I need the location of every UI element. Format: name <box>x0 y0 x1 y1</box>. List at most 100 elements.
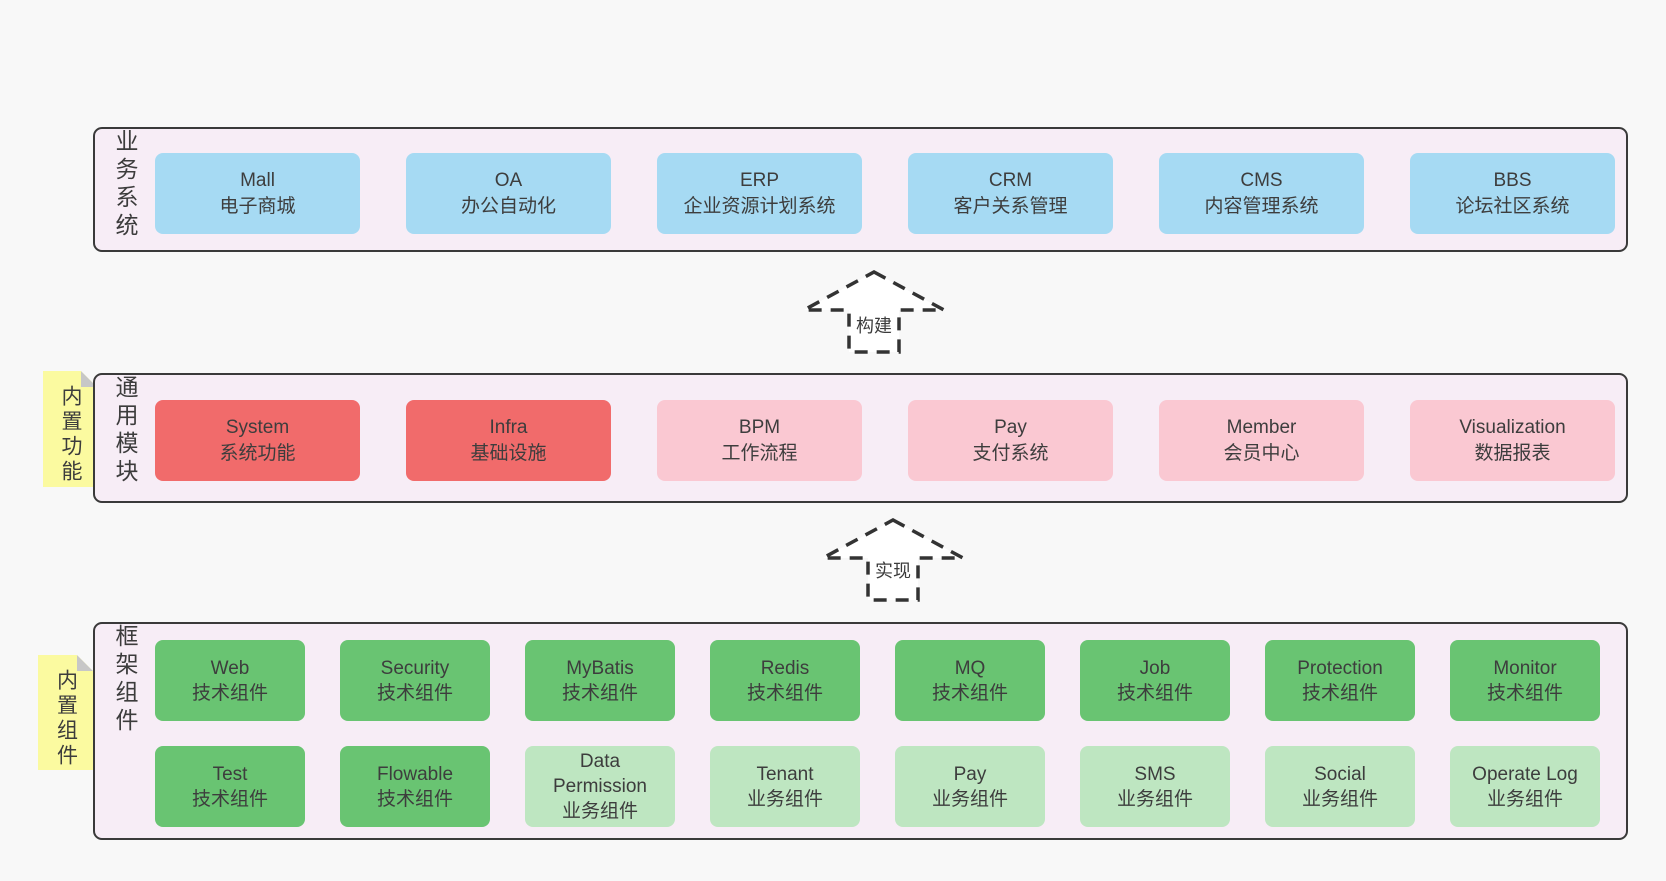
box-member: Member 会员中心 <box>1159 400 1364 481</box>
box-title: Operate Log <box>1472 763 1578 785</box>
box-title: Flowable <box>376 763 454 785</box>
builtin-features-note-text: 内置功能 <box>59 385 82 485</box>
box-subtitle: 业务组件 <box>1116 788 1193 810</box>
box-title: BBS <box>1493 169 1532 191</box>
framework-box-row-2: Test 技术组件 Flowable 技术组件 Data Permission … <box>155 746 1600 827</box>
box-bbs: BBS 论坛社区系统 <box>1410 153 1615 234</box>
box-title: System <box>225 416 290 438</box>
layer-business-systems: 业务系统 Mall 电子商城 OA 办公自动化 ERP 企业资源计划系统 CRM… <box>93 127 1628 252</box>
implement-arrow-label: 实现 <box>871 556 915 584</box>
box-security: Security 技术组件 <box>340 640 490 721</box>
box-subtitle: 技术组件 <box>191 682 268 704</box>
box-mall: Mall 电子商城 <box>155 153 360 234</box>
box-erp: ERP 企业资源计划系统 <box>657 153 862 234</box>
box-subtitle: 技术组件 <box>191 788 268 810</box>
box-title: Data Permission <box>553 751 647 797</box>
box-subtitle: 支付系统 <box>972 442 1049 464</box>
box-pay: Pay 支付系统 <box>908 400 1113 481</box>
box-subtitle: 工作流程 <box>721 442 798 464</box>
build-arrow-label: 构建 <box>852 311 896 339</box>
box-title: Visualization <box>1459 416 1566 438</box>
box-subtitle: 内容管理系统 <box>1204 195 1319 217</box>
box-title: Member <box>1226 416 1297 438</box>
box-title: Job <box>1139 657 1171 679</box>
box-subtitle: 会员中心 <box>1223 442 1300 464</box>
box-operate-log: Operate Log 业务组件 <box>1450 746 1600 827</box>
box-job: Job 技术组件 <box>1080 640 1230 721</box>
box-subtitle: 业务组件 <box>1301 788 1378 810</box>
business-systems-label: 业务系统 <box>112 129 138 241</box>
box-title: Web <box>210 657 250 679</box>
box-title: SMS <box>1134 763 1176 785</box>
framework-components-label: 框架组件 <box>112 624 138 736</box>
layer-common-modules: 通用模块 System 系统功能 Infra 基础设施 BPM 工作流程 Pay… <box>93 373 1628 503</box>
box-test: Test 技术组件 <box>155 746 305 827</box>
business-box-row: Mall 电子商城 OA 办公自动化 ERP 企业资源计划系统 CRM 客户关系… <box>155 153 1615 234</box>
box-subtitle: 业务组件 <box>1486 788 1563 810</box>
box-title: BPM <box>738 416 781 438</box>
box-monitor: Monitor 技术组件 <box>1450 640 1600 721</box>
box-title: ERP <box>739 169 780 191</box>
box-redis: Redis 技术组件 <box>710 640 860 721</box>
box-subtitle: 业务组件 <box>931 788 1008 810</box>
box-subtitle: 技术组件 <box>376 682 453 704</box>
box-tenant: Tenant 业务组件 <box>710 746 860 827</box>
builtin-components-note-text: 内置组件 <box>54 669 78 769</box>
box-title: MyBatis <box>566 657 634 679</box>
box-flowable: Flowable 技术组件 <box>340 746 490 827</box>
box-title: Pay <box>994 416 1027 438</box>
box-title: OA <box>494 169 523 191</box>
box-title: CRM <box>988 169 1033 191</box>
box-subtitle: 技术组件 <box>931 682 1008 704</box>
box-subtitle: 业务组件 <box>561 801 638 822</box>
box-subtitle: 技术组件 <box>561 682 638 704</box>
box-cms: CMS 内容管理系统 <box>1159 153 1364 234</box>
box-subtitle: 技术组件 <box>746 682 823 704</box>
box-web: Web 技术组件 <box>155 640 305 721</box>
box-title: Security <box>380 657 450 679</box>
box-subtitle: 电子商城 <box>219 195 296 217</box>
box-social: Social 业务组件 <box>1265 746 1415 827</box>
common-modules-label: 通用模块 <box>112 375 138 487</box>
box-sms: SMS 业务组件 <box>1080 746 1230 827</box>
box-subtitle: 客户关系管理 <box>953 195 1068 217</box>
box-title: Monitor <box>1493 657 1557 679</box>
framework-box-row-1: Web 技术组件 Security 技术组件 MyBatis 技术组件 Redi… <box>155 640 1600 721</box>
box-crm: CRM 客户关系管理 <box>908 153 1113 234</box>
box-title: Infra <box>489 416 528 438</box>
modules-box-row: System 系统功能 Infra 基础设施 BPM 工作流程 Pay 支付系统… <box>155 400 1615 481</box>
box-title: Redis <box>760 657 810 679</box>
box-subtitle: 技术组件 <box>1301 682 1378 704</box>
box-pay-biz: Pay 业务组件 <box>895 746 1045 827</box>
builtin-components-note: 内置组件 <box>38 655 93 770</box>
box-bpm: BPM 工作流程 <box>657 400 862 481</box>
box-subtitle: 技术组件 <box>376 788 453 810</box>
box-mq: MQ 技术组件 <box>895 640 1045 721</box>
box-subtitle: 系统功能 <box>219 442 296 464</box>
box-title: Social <box>1314 763 1366 785</box>
box-oa: OA 办公自动化 <box>406 153 611 234</box>
box-subtitle: 业务组件 <box>746 788 823 810</box>
box-mybatis: MyBatis 技术组件 <box>525 640 675 721</box>
box-infra: Infra 基础设施 <box>406 400 611 481</box>
box-title: Test <box>212 763 248 785</box>
box-subtitle: 基础设施 <box>470 442 547 464</box>
box-title: Mall <box>240 169 275 191</box>
builtin-features-note: 内置功能 <box>43 371 97 487</box>
box-visualization: Visualization 数据报表 <box>1410 400 1615 481</box>
box-title: Pay <box>953 763 987 785</box>
box-system: System 系统功能 <box>155 400 360 481</box>
box-title: MQ <box>954 657 986 679</box>
box-title: CMS <box>1240 169 1283 191</box>
box-protection: Protection 技术组件 <box>1265 640 1415 721</box>
box-title: Tenant <box>756 763 814 785</box>
box-subtitle: 办公自动化 <box>460 195 556 217</box>
box-title: Protection <box>1297 657 1383 679</box>
box-subtitle: 企业资源计划系统 <box>683 195 836 217</box>
build-arrow <box>803 270 945 354</box>
box-subtitle: 论坛社区系统 <box>1455 195 1570 217</box>
layer-framework-components: 框架组件 Web 技术组件 Security 技术组件 MyBatis 技术组件… <box>93 622 1628 840</box>
box-data-permission: Data Permission 业务组件 <box>525 746 675 827</box>
box-subtitle: 技术组件 <box>1486 682 1563 704</box>
